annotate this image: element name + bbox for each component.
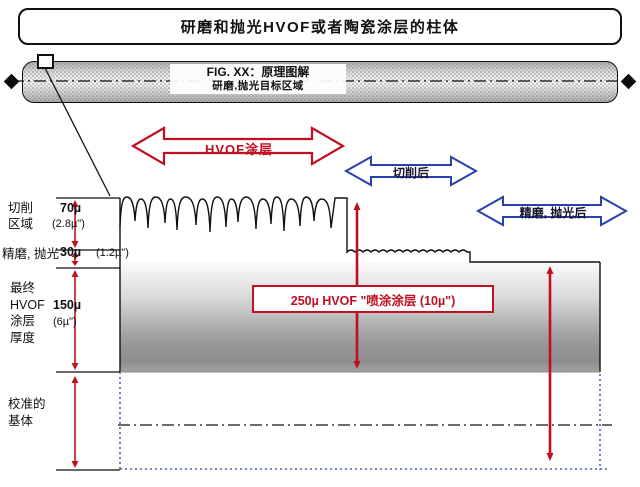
final-depth-alt: (6µ"): [53, 316, 77, 328]
dimension-arrow: [71, 376, 79, 468]
after-cutting-label: 切削后: [392, 166, 429, 180]
substrate-label: 校准的 基体: [8, 397, 46, 428]
final-thickness-label: 最终 HVOF 涂层 厚度: [10, 281, 45, 345]
cut-depth-value: 70µ: [60, 201, 82, 215]
dimension-arrow: [71, 200, 79, 248]
surface-profile: [119, 196, 600, 263]
dimension-arrow: [71, 270, 79, 370]
after-cutting-arrow: [343, 155, 479, 187]
page-title: 研磨和抛光HVOF或者陶瓷涂层的柱体: [180, 19, 460, 36]
after-polishing-label: 精磨, 抛光后: [519, 206, 587, 220]
polish-depth-alt: (1.2µ"): [96, 247, 129, 259]
final-depth-value: 150µ: [53, 298, 82, 312]
fine-polish-label: 精磨, 抛光: [2, 247, 59, 261]
coating-body: [120, 262, 600, 372]
dimension-arrow: [546, 266, 554, 461]
total-coating-box: 250µ HVOF "喷涂涂层 (10µ"): [252, 285, 494, 313]
title-box: 研磨和抛光HVOF或者陶瓷涂层的柱体: [18, 8, 622, 45]
pointer-line: [43, 65, 111, 197]
target-area-label: 研磨,抛光目标区域: [212, 80, 304, 92]
rod-label: FIG. XX：原理图解 研磨,抛光目标区域: [170, 64, 346, 95]
fig-label: FIG. XX：原理图解: [206, 65, 310, 79]
hvof-coating-label: HVOF涂层: [204, 142, 274, 157]
hvof-coating-arrow: [130, 126, 346, 166]
cut-depth-alt: (2.8µ"): [52, 218, 85, 230]
dimension-arrow: [71, 252, 79, 266]
cut-zone-label: 切削 区域: [8, 201, 34, 231]
total-coating-label: 250µ HVOF "喷涂涂层 (10µ"): [290, 293, 456, 308]
after-polishing-arrow: [475, 195, 629, 227]
marker-square: [37, 54, 54, 69]
polish-depth-value: 30µ: [60, 245, 82, 259]
